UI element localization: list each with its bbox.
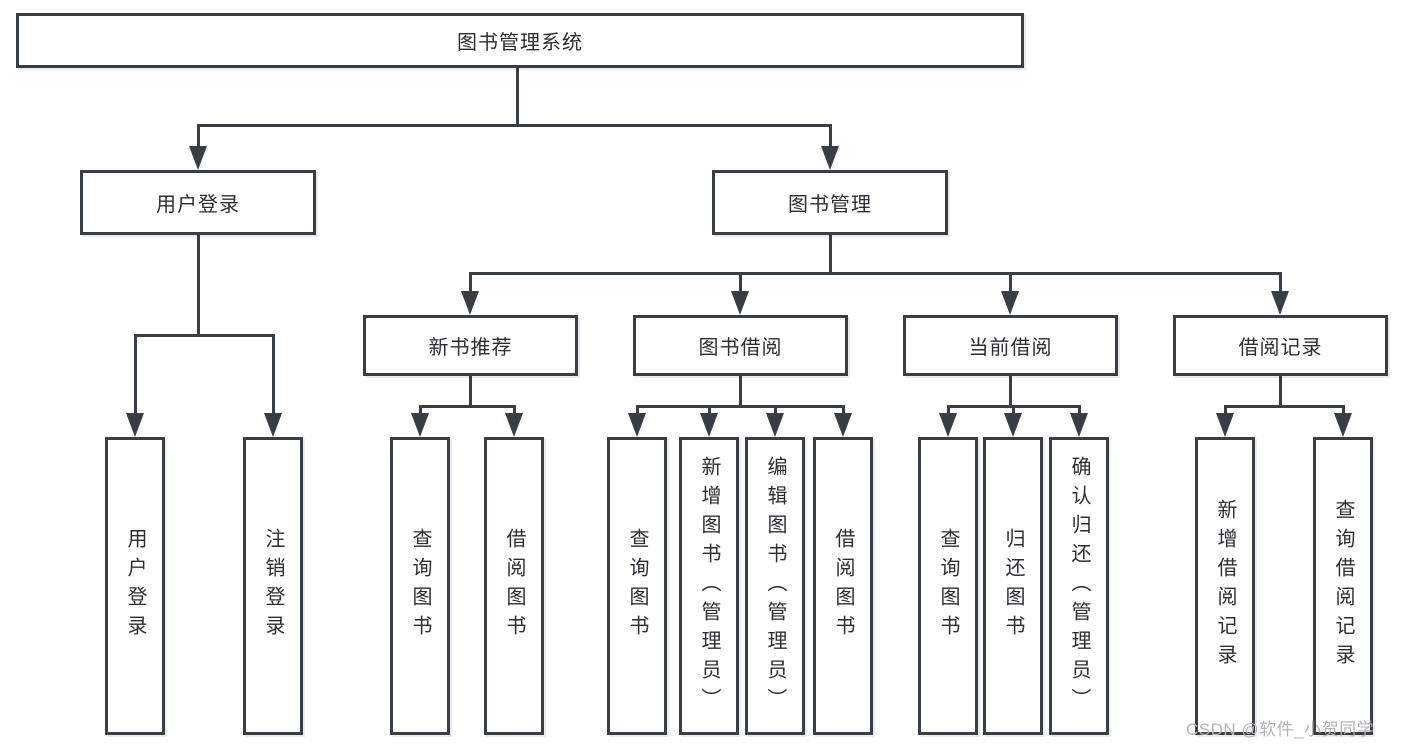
connector-leaf-drop [1078,405,1081,418]
leaf-query-books-recommend: 查询图书 [390,437,450,735]
connector-leaf-drop [947,405,950,418]
connector-user-rail [134,334,275,337]
connector-group-stem [1009,374,1012,408]
arrow-down [939,413,957,437]
connector-book-stem [829,233,832,274]
arrow-down [411,413,429,437]
connector-leaf-drop [272,334,275,418]
connector-leaf-drop [842,405,845,418]
connector-leaf-drop [708,405,711,418]
node-new-book-recommend-label: 新书推荐 [428,337,513,359]
connector-group-stem [1279,374,1282,408]
leaf-confirm-return-admin: 确认归还（管理员） [1049,437,1109,735]
arrow-down [821,146,839,170]
leaf-user-login: 用户登录 [105,437,165,735]
leaf-add-books-admin: 新增图书（管理员） [679,437,739,735]
arrow-down [1271,291,1289,315]
leaf-logout: 注销登录 [243,437,303,735]
node-book-borrow-label: 图书借阅 [698,337,783,359]
node-root-system: 图书管理系统 [16,13,1024,68]
arrow-down [628,413,646,437]
connector-user-login-drop [197,124,200,150]
arrow-down [834,413,852,437]
connector-leaf-drop [134,334,137,418]
leaf-label: 确认归还（管理员） [1068,455,1090,717]
arrow-down [461,291,479,315]
leaf-borrow-books-recommend: 借阅图书 [484,437,544,735]
leaf-return-books: 归还图书 [983,437,1043,735]
leaf-query-books-borrow: 查询图书 [607,437,667,735]
connector-leaf-drop [1012,405,1015,418]
leaf-borrow-books: 借阅图书 [813,437,873,735]
node-new-book-recommend: 新书推荐 [363,315,578,376]
arrow-down [189,146,207,170]
arrow-down [264,413,282,437]
node-book-management-label: 图书管理 [788,194,872,216]
leaf-label: 新增图书（管理员） [698,455,720,717]
leaf-label: 查询图书 [409,528,431,644]
connector-group-stem [469,374,472,408]
connector-root-stem [516,68,519,127]
arrow-down [1001,291,1019,315]
node-book-management: 图书管理 [712,170,948,235]
leaf-label: 查询图书 [626,528,648,644]
leaf-query-books-current: 查询图书 [918,437,978,735]
connector-l3-drop [739,272,742,294]
connector-l3-drop [1279,272,1282,294]
leaf-label: 查询借阅记录 [1332,499,1354,673]
node-user-login-label: 用户登录 [156,194,240,216]
node-user-login: 用户登录 [80,170,316,235]
connector-leaf-drop [419,405,422,418]
leaf-label: 借阅图书 [503,528,525,644]
connector-leaf-drop [774,405,777,418]
leaf-query-borrow-record: 查询借阅记录 [1313,437,1373,735]
arrow-down [505,413,523,437]
leaf-label: 归还图书 [1002,528,1024,644]
arrow-down [1004,413,1022,437]
node-borrow-records: 借阅记录 [1173,315,1388,376]
leaf-add-borrow-record: 新增借阅记录 [1195,437,1255,735]
connector-level3-rail [469,272,1282,275]
watermark-text: CSDN @软件_小贺同学 [1186,720,1375,739]
leaf-label: 查询图书 [937,528,959,644]
arrow-down [1216,413,1234,437]
node-root-label: 图书管理系统 [457,32,583,54]
arrow-down [126,413,144,437]
arrow-down [1070,413,1088,437]
leaf-label: 借阅图书 [832,528,854,644]
connector-l3-drop [469,272,472,294]
connector-user-stem [197,233,200,337]
connector-rail-recommend [419,405,516,408]
arrow-down [731,291,749,315]
connector-leaf-drop [513,405,516,418]
connector-leaf-drop [1342,405,1345,418]
connector-leaf-drop [1224,405,1227,418]
node-borrow-records-label: 借阅记录 [1238,337,1323,359]
arrow-down [766,413,784,437]
node-current-borrow: 当前借阅 [903,315,1118,376]
leaf-edit-books-admin: 编辑图书（管理员） [745,437,805,735]
connector-book-mgmt-drop [829,124,832,150]
node-current-borrow-label: 当前借阅 [968,337,1053,359]
node-book-borrow: 图书借阅 [633,315,848,376]
connector-rail-borrow [636,405,845,408]
connector-level2-rail [197,124,832,127]
leaf-label: 新增借阅记录 [1214,499,1236,673]
connector-l3-drop [1009,272,1012,294]
arrow-down [1334,413,1352,437]
arrow-down [700,413,718,437]
leaf-label: 注销登录 [262,528,284,644]
leaf-label: 编辑图书（管理员） [764,455,786,717]
connector-group-stem [739,374,742,408]
connector-rail-records [1224,405,1345,408]
connector-leaf-drop [636,405,639,418]
leaf-label: 用户登录 [124,528,146,644]
